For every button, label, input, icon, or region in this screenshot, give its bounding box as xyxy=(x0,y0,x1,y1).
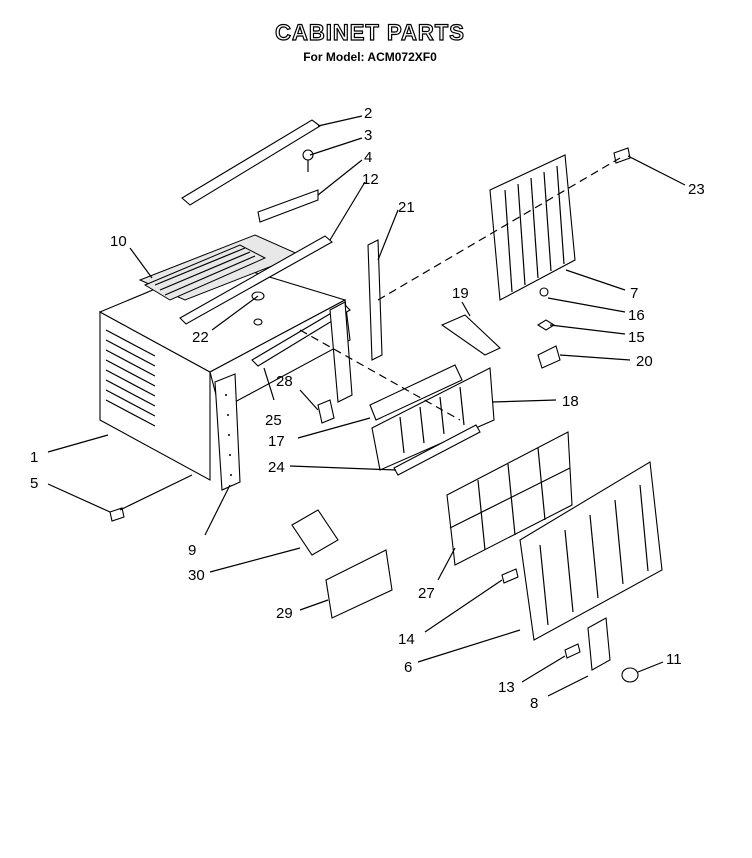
bracket-part-4 xyxy=(257,189,319,223)
callout-18: 18 xyxy=(562,393,579,410)
callout-3: 3 xyxy=(364,127,372,144)
screw-part-16 xyxy=(539,287,549,297)
callout-8: 8 xyxy=(530,695,538,712)
callout-7: 7 xyxy=(630,285,638,302)
handle-part-19 xyxy=(440,314,501,356)
accessory-part-30 xyxy=(291,509,339,556)
channel-part-25 xyxy=(251,304,351,367)
bracket-part-8 xyxy=(587,617,611,671)
callout-labels: 2 3 4 12 21 10 22 1 5 9 30 29 25 28 17 2… xyxy=(30,105,705,712)
callout-6: 6 xyxy=(404,659,412,676)
callout-2: 2 xyxy=(364,105,372,122)
side-rail-part-21 xyxy=(367,239,383,361)
callout-16: 16 xyxy=(628,307,645,324)
callout-19: 19 xyxy=(452,285,469,302)
callout-22: 22 xyxy=(192,329,209,346)
callout-20: 20 xyxy=(636,353,653,370)
callout-9: 9 xyxy=(188,542,196,559)
callout-29: 29 xyxy=(276,605,293,622)
strip-part-24 xyxy=(393,424,481,476)
control-panel-part-17 xyxy=(369,364,463,421)
leader-lines xyxy=(47,115,686,697)
callout-27: 27 xyxy=(418,585,435,602)
callout-4: 4 xyxy=(364,149,372,166)
bracket-part-28 xyxy=(317,399,335,424)
callout-21: 21 xyxy=(398,199,415,216)
callout-23: 23 xyxy=(688,181,705,198)
rail-part-12 xyxy=(179,235,333,325)
top-grille-part-10 xyxy=(143,244,267,301)
top-rail-part-2 xyxy=(181,119,321,206)
callout-17: 17 xyxy=(268,433,285,450)
curtain-panel-part-7 xyxy=(489,154,576,301)
panel-part-29 xyxy=(325,549,393,619)
knob-part-11 xyxy=(621,667,639,683)
filter-part-27 xyxy=(446,431,573,566)
callout-28: 28 xyxy=(276,373,293,390)
callout-15: 15 xyxy=(628,329,645,346)
frame-part xyxy=(329,301,353,403)
screw-part-3 xyxy=(302,149,314,172)
callout-30: 30 xyxy=(188,567,205,584)
callout-5: 5 xyxy=(30,475,38,492)
clip-part-14 xyxy=(501,568,519,584)
callout-1: 1 xyxy=(30,449,38,466)
clip-part-20 xyxy=(537,345,561,369)
screw-part-5 xyxy=(109,507,125,522)
callout-13: 13 xyxy=(498,679,515,696)
front-grille-part-6 xyxy=(519,461,663,641)
callout-11: 11 xyxy=(666,651,682,668)
callout-24: 24 xyxy=(268,459,285,476)
diagram-title: CABINET PARTS xyxy=(274,19,465,45)
model-subtitle: For Model: ACM072XF0 xyxy=(303,50,437,64)
side-strip-part-9 xyxy=(214,373,241,491)
clip-part-13 xyxy=(564,643,581,659)
callout-12: 12 xyxy=(362,171,379,188)
callout-10: 10 xyxy=(110,233,127,250)
panel-part-18 xyxy=(371,367,495,471)
callout-25: 25 xyxy=(265,412,282,429)
callout-14: 14 xyxy=(398,631,415,648)
